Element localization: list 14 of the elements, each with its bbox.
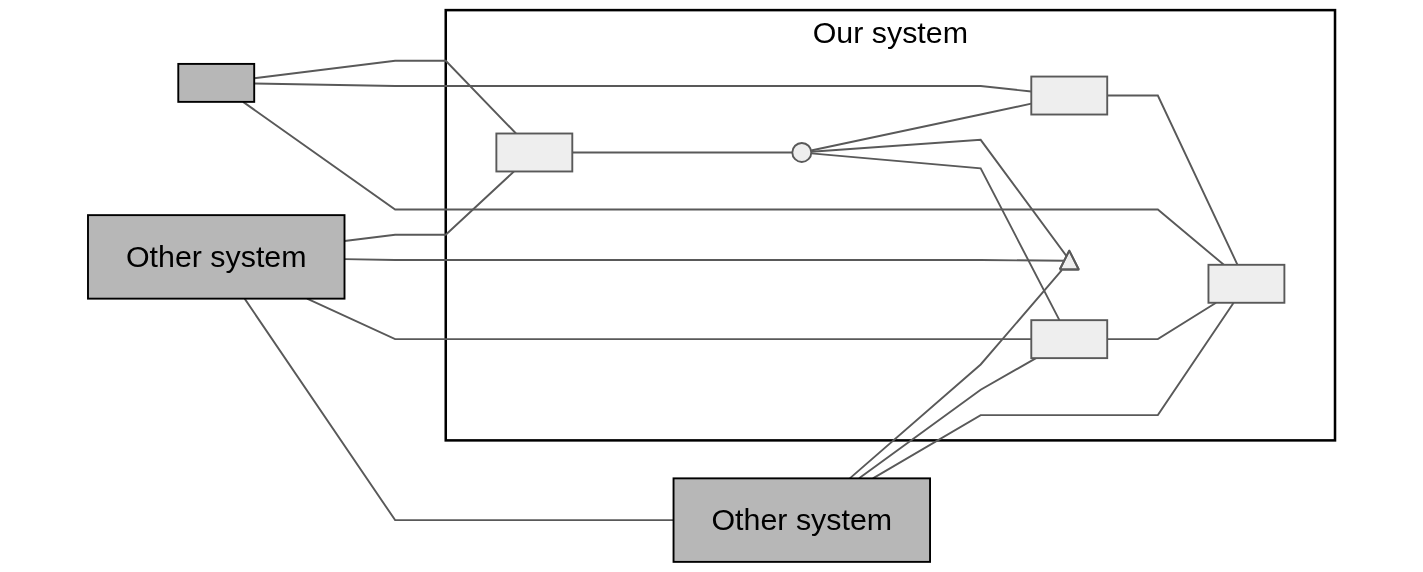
node-box: Other system [672, 477, 931, 563]
node-box: Other system [87, 214, 346, 300]
connector [858, 357, 1037, 480]
connector [871, 301, 1235, 480]
connector [848, 269, 1063, 480]
node-box [1207, 263, 1286, 304]
node-box [177, 62, 256, 103]
node-box [1030, 319, 1109, 360]
node-circle [791, 142, 813, 163]
connector [242, 100, 1225, 266]
node-box [495, 132, 574, 173]
node-box [1030, 75, 1109, 116]
connector [810, 152, 1061, 322]
cluster: Our system [444, 8, 1337, 442]
